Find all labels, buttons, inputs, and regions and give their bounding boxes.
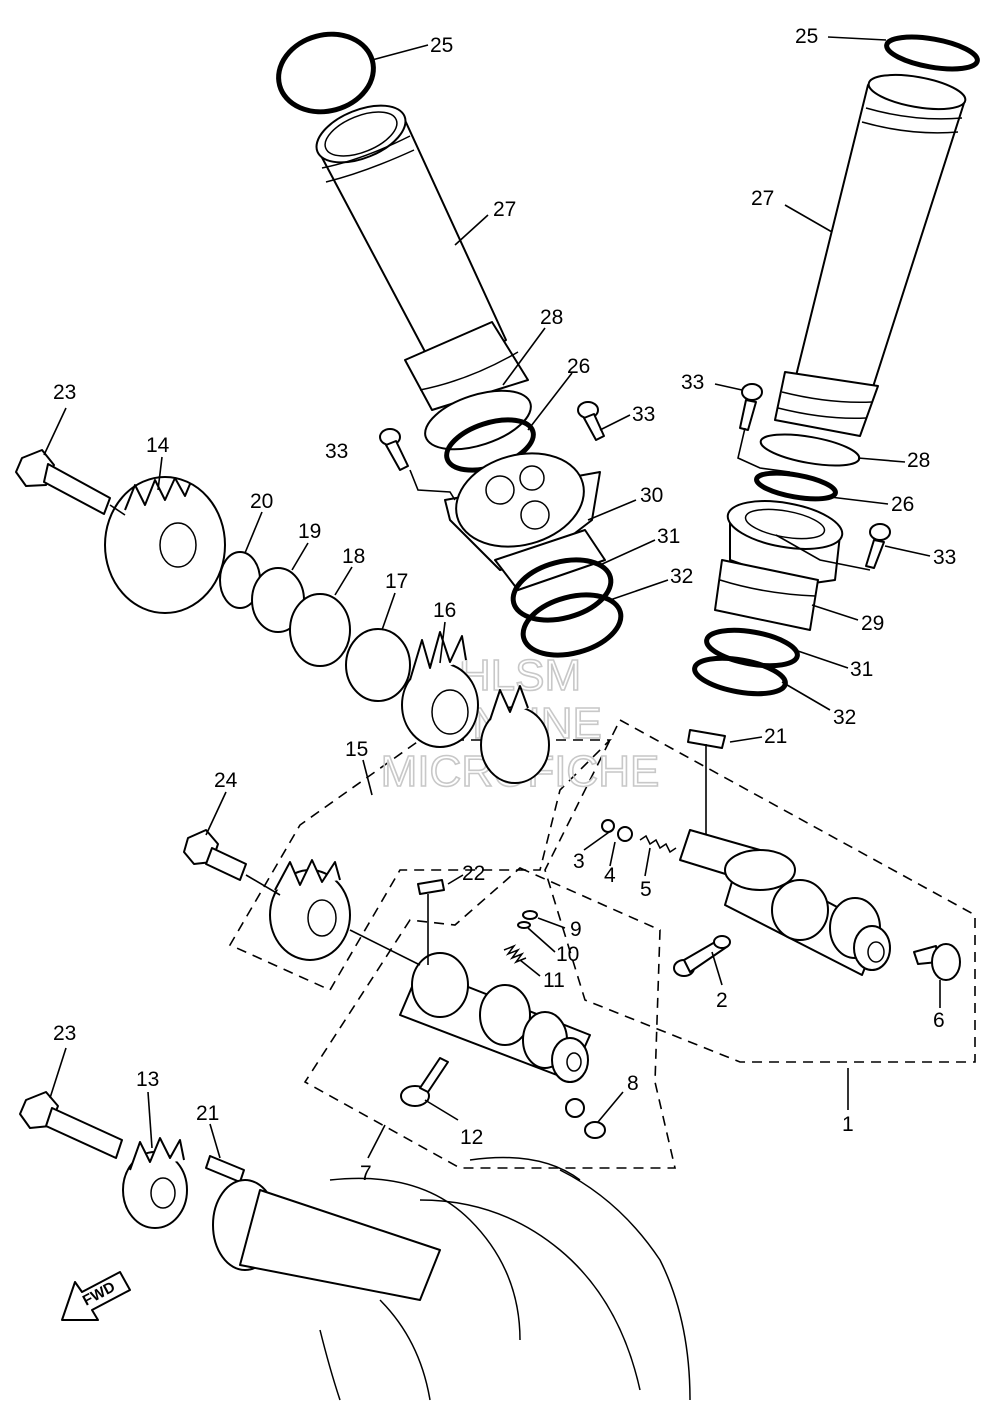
plug-6 xyxy=(913,943,961,981)
callout-33-left-a: 33 xyxy=(325,440,348,463)
crankshaft xyxy=(212,1156,691,1401)
callout-4: 4 xyxy=(604,864,616,887)
callout-20: 20 xyxy=(250,490,273,513)
callout-23-upper: 23 xyxy=(53,381,76,404)
bolt-24 xyxy=(183,829,247,881)
bolt-23-upper xyxy=(15,449,111,515)
callout-labels: 25 27 28 26 33 33 30 31 32 25 27 33 28 2… xyxy=(53,25,956,1185)
callout-26-left: 26 xyxy=(567,355,590,378)
callout-19: 19 xyxy=(298,520,321,543)
callout-25-left: 25 xyxy=(430,34,453,57)
assembly-15-outline xyxy=(228,739,612,992)
gear-16 xyxy=(401,631,479,748)
callout-23-lower: 23 xyxy=(53,1022,76,1045)
callout-21-upper: 21 xyxy=(764,725,787,748)
gear-15-lower xyxy=(269,859,351,961)
pin-2 xyxy=(673,935,731,977)
callout-28-right: 28 xyxy=(907,449,930,472)
callout-31-right: 31 xyxy=(850,658,873,681)
intake-joint-29-right xyxy=(714,500,844,631)
o-ring-25-right xyxy=(884,34,980,72)
callout-33-left-b: 33 xyxy=(632,403,655,426)
assembly-7-outline xyxy=(303,867,677,1169)
screw-33-right-a xyxy=(739,383,763,431)
callout-21-lower: 21 xyxy=(196,1102,219,1125)
callout-27-left: 27 xyxy=(493,198,516,221)
callout-24: 24 xyxy=(214,769,238,792)
washer-17 xyxy=(345,628,411,702)
o-ring-32-left xyxy=(520,592,624,658)
callout-22: 22 xyxy=(462,862,485,885)
callout-1: 1 xyxy=(842,1113,854,1136)
callout-16: 16 xyxy=(433,599,456,622)
callout-17: 17 xyxy=(385,570,408,593)
washer-10 xyxy=(517,921,531,929)
callout-7: 7 xyxy=(360,1162,372,1185)
callout-28-left: 28 xyxy=(540,306,563,329)
o-ring-32-right xyxy=(692,655,788,697)
intake-joint-30-left xyxy=(444,452,606,591)
callout-26-right: 26 xyxy=(891,493,914,516)
circlip-3 xyxy=(601,819,615,833)
gasket-28-right xyxy=(759,433,861,467)
callout-30: 30 xyxy=(640,484,663,507)
leader-lines xyxy=(43,36,941,1159)
callout-27-right: 27 xyxy=(751,187,774,210)
key-21-upper xyxy=(687,729,726,749)
fwd-arrow-icon: FWD xyxy=(61,1271,131,1321)
spring-5 xyxy=(639,834,677,854)
gasket-28-left xyxy=(424,389,532,451)
callout-14: 14 xyxy=(146,434,170,457)
screw-33-left-a xyxy=(379,428,409,471)
callout-31-left: 31 xyxy=(657,525,680,548)
gear-13 xyxy=(122,1137,188,1229)
bolt-23-lower xyxy=(19,1091,123,1159)
gear-14 xyxy=(104,476,226,614)
washer-9 xyxy=(522,910,538,920)
washer-18 xyxy=(289,593,351,667)
callout-12: 12 xyxy=(460,1126,483,1149)
callout-6: 6 xyxy=(933,1009,945,1032)
callout-29: 29 xyxy=(861,612,884,635)
key-22 xyxy=(417,879,445,895)
washer-4 xyxy=(617,826,633,842)
callout-32-right: 32 xyxy=(833,706,856,729)
callout-11: 11 xyxy=(543,969,565,992)
callout-18: 18 xyxy=(342,545,365,568)
plug-8 xyxy=(565,1098,606,1139)
o-ring-26-right xyxy=(754,470,838,502)
spring-11 xyxy=(503,944,527,964)
pin-12 xyxy=(400,1057,449,1107)
screw-33-left-b xyxy=(577,401,605,441)
callout-10: 10 xyxy=(556,943,579,966)
callout-15: 15 xyxy=(345,738,368,761)
screw-33-right-b xyxy=(865,523,891,569)
gear-15-upper xyxy=(480,685,550,784)
shaft-7 xyxy=(399,952,591,1083)
callout-33-right-a: 33 xyxy=(681,371,704,394)
intake-tube-27-left xyxy=(315,104,529,411)
callout-2: 2 xyxy=(716,989,728,1012)
shaft-1 xyxy=(679,829,891,976)
o-ring-31-left xyxy=(510,557,614,623)
callout-13: 13 xyxy=(136,1068,159,1091)
callout-9: 9 xyxy=(570,918,582,941)
callout-25-right: 25 xyxy=(795,25,818,48)
callout-33-right-b: 33 xyxy=(933,546,956,569)
callout-3: 3 xyxy=(573,850,585,873)
callout-5: 5 xyxy=(640,878,652,901)
callout-32-left: 32 xyxy=(670,565,693,588)
key-21-lower xyxy=(205,1155,245,1183)
intake-tube-27-right xyxy=(774,73,967,437)
assembly-1-outline xyxy=(544,718,976,1063)
callout-8: 8 xyxy=(627,1072,639,1095)
